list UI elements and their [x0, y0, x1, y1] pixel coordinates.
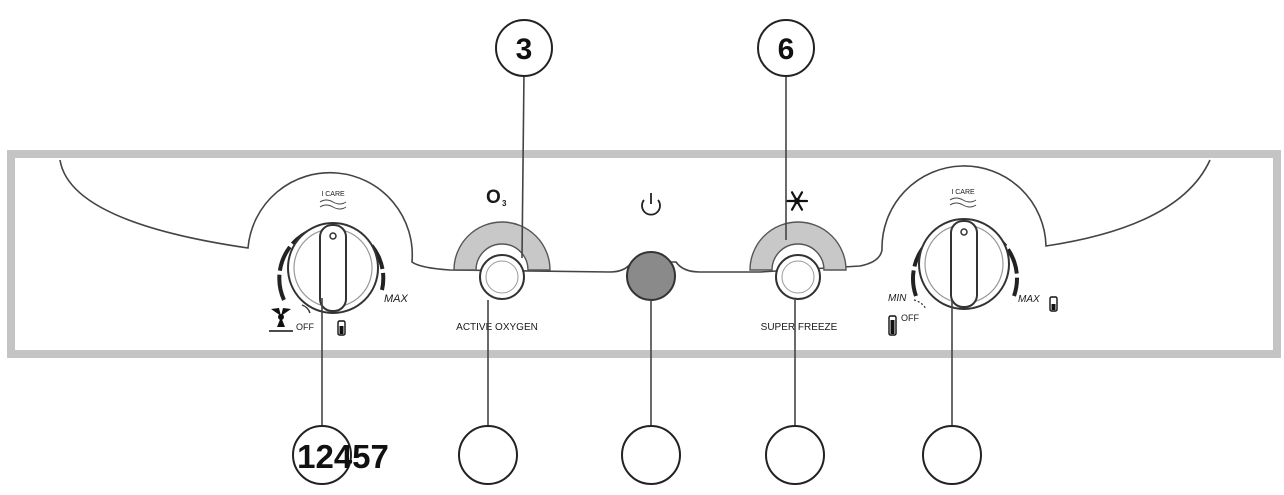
left-dial-top-wave-icon	[319, 199, 347, 210]
callout-circle-bottom-3	[621, 425, 681, 485]
right-dial-min-tick	[913, 299, 927, 310]
left-dial-indicator-dot	[329, 232, 337, 240]
leader-top-left	[521, 71, 525, 259]
thermometer-icon	[888, 315, 897, 336]
snowflake-icon	[785, 191, 809, 211]
power-icon	[641, 193, 661, 216]
thermometer-icon	[337, 320, 346, 336]
right-dial-top-wave-icon	[949, 197, 977, 208]
left-dial-knob-grip[interactable]	[319, 224, 347, 312]
fan-icon	[269, 308, 293, 332]
super-freeze-button-arc	[749, 221, 847, 271]
active-oxygen-button-inner	[485, 260, 519, 294]
callout-leaders	[321, 71, 953, 428]
super-freeze-button-inner	[781, 260, 815, 294]
callout-number-top-right: 6	[778, 33, 795, 66]
callout-number-bottom-1: 12457	[297, 438, 389, 475]
right-dial-indicator-dot	[960, 228, 968, 236]
callout-number-top-left: 3	[516, 33, 533, 66]
callout-circle-bottom-1	[292, 425, 352, 485]
right-dial-top-label: I CARE	[951, 189, 975, 196]
active-oxygen-label: ACTIVE OXYGEN	[456, 322, 538, 333]
right-dial-knob-grip[interactable]	[950, 220, 978, 308]
panel-profile-line	[59, 159, 1211, 273]
left-dial-off-tick	[301, 304, 311, 314]
left-temperature-dial[interactable]	[277, 222, 386, 314]
ozone-symbol-subscript: 3	[502, 199, 507, 208]
right-dial-min-label: MIN	[888, 293, 907, 304]
thermometer-icon	[1049, 296, 1058, 312]
power-button[interactable]	[626, 251, 676, 301]
callout-circle-top-right	[757, 19, 815, 77]
right-dial-off-label: OFF	[901, 313, 919, 323]
ozone-symbol-letter: O	[486, 187, 501, 208]
right-dial-max-label: MAX	[1018, 294, 1040, 305]
left-dial-max-label: MAX	[384, 293, 409, 305]
super-freeze-label: SUPER FREEZE	[761, 322, 838, 333]
callout-circle-bottom-5	[922, 425, 982, 485]
left-dial-top-label: I CARE	[321, 191, 345, 198]
callout-circle-bottom-4	[765, 425, 825, 485]
active-oxygen-symbol: O 3	[486, 187, 507, 208]
right-temperature-dial[interactable]	[911, 218, 1019, 310]
callout-circle-bottom-2	[458, 425, 518, 485]
callout-circle-top-left	[495, 19, 553, 77]
left-dial-off-label: OFF	[296, 322, 314, 332]
active-oxygen-button-arc	[453, 221, 551, 271]
